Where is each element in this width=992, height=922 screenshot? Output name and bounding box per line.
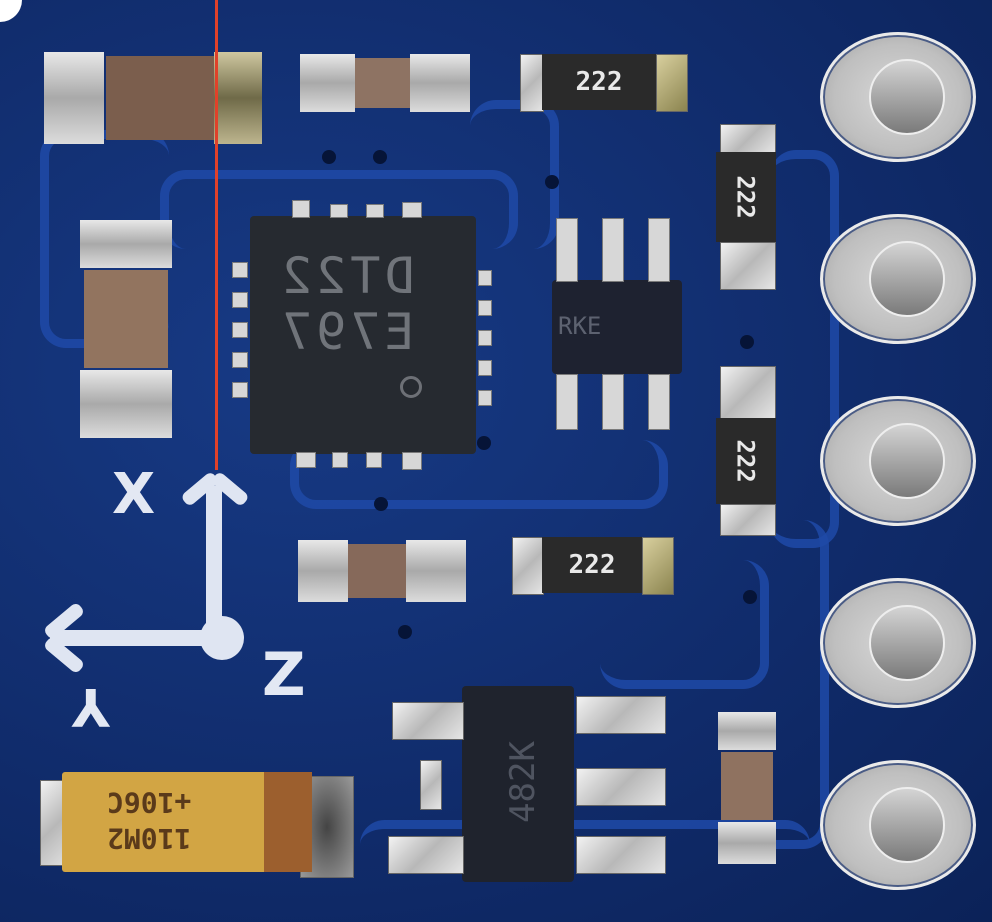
- via: [545, 175, 559, 189]
- ic-pin: [232, 292, 248, 308]
- ic-pin: [366, 452, 382, 468]
- label-x: X: [112, 462, 156, 527]
- resistor-pad: [720, 504, 776, 536]
- polarity-band: [264, 772, 312, 872]
- sot-pin: [556, 218, 578, 282]
- ic-pin: [478, 270, 492, 286]
- trace: [360, 820, 810, 869]
- via: [477, 436, 491, 450]
- trace: [600, 560, 769, 689]
- board-corner: [0, 0, 22, 22]
- via: [743, 590, 757, 604]
- ic-pin: [478, 360, 492, 376]
- regulator-marking: 482K: [502, 741, 543, 823]
- tantalum-marking-line2: +106C: [107, 786, 192, 819]
- resistor-r3: 222: [716, 418, 776, 504]
- ic-pin: [332, 452, 348, 468]
- resistor-pad: [642, 537, 674, 595]
- ic-pin: [232, 352, 248, 368]
- trace: [290, 440, 668, 509]
- resistor-pad: [512, 537, 544, 595]
- resistor-label: 222: [731, 439, 760, 483]
- via: [322, 150, 336, 164]
- sot-pin: [648, 218, 670, 282]
- sot-pin: [602, 218, 624, 282]
- trace: [770, 150, 839, 548]
- ic-pin: [292, 200, 310, 218]
- sot-pin: [602, 374, 624, 430]
- resistor-label: 222: [568, 550, 616, 580]
- header-pin-3: [820, 396, 976, 526]
- via: [373, 150, 387, 164]
- header-pin-4: [820, 578, 976, 708]
- capacitor-c1: [44, 52, 262, 144]
- ic-pin: [330, 204, 348, 218]
- capacitor-c3: [80, 220, 172, 438]
- ic-pin: [478, 300, 492, 316]
- ic-marking-line2: E797: [278, 303, 415, 361]
- resistor-r1: 222: [542, 54, 656, 110]
- capacitor-c5: [718, 712, 776, 864]
- via: [740, 335, 754, 349]
- y-axis-arrow: [50, 630, 220, 646]
- label-y: Y: [72, 676, 110, 736]
- x-axis-arrow: [206, 486, 222, 646]
- ic-pin: [296, 452, 316, 468]
- tantalum-marking-line1: 110M2: [107, 822, 192, 855]
- header-pin-1: [820, 32, 976, 162]
- ic-pin: [402, 452, 422, 470]
- ic-pin: [232, 382, 248, 398]
- resistor-label: 222: [575, 67, 623, 97]
- trace: [160, 170, 518, 249]
- resistor-label: 222: [731, 175, 760, 219]
- ic-pin: [232, 322, 248, 338]
- regulator-pad: [576, 768, 666, 806]
- ic-pin: [366, 204, 384, 218]
- regulator-pad: [388, 836, 464, 874]
- pin1-dot: [400, 376, 422, 398]
- voltage-regulator: 482K: [462, 686, 574, 882]
- capacitor-c4: [298, 540, 466, 602]
- regulator-pad: [420, 760, 442, 810]
- regulator-pad: [576, 696, 666, 734]
- via: [398, 625, 412, 639]
- ic-pin: [478, 330, 492, 346]
- sot-pin: [648, 374, 670, 430]
- annotation-line: [215, 0, 218, 470]
- resistor-pad: [656, 54, 688, 112]
- trace: [470, 100, 559, 249]
- sot-ic-marking: RKE: [558, 312, 602, 340]
- sot-pin: [556, 374, 578, 430]
- via: [374, 497, 388, 511]
- resistor-pad: [720, 124, 776, 154]
- z-axis-origin: [200, 616, 244, 660]
- capacitor-c2: [300, 54, 470, 112]
- resistor-r4: 222: [542, 537, 642, 593]
- resistor-pad: [720, 366, 776, 420]
- ic-pin: [232, 262, 248, 278]
- gyro-ic: DT22 E797: [250, 216, 476, 454]
- ic-marking-line1: DT22: [278, 247, 415, 305]
- resistor-pad: [520, 54, 544, 112]
- tantalum-capacitor: 110M2 +106C: [62, 772, 312, 872]
- resistor-r2: 222: [716, 152, 776, 242]
- regulator-pad: [392, 702, 464, 740]
- sot-ic: RKE: [552, 280, 682, 374]
- ic-pin: [478, 390, 492, 406]
- header-pin-5: [820, 760, 976, 890]
- ic-pin: [402, 202, 422, 218]
- header-pin-2: [820, 214, 976, 344]
- label-z: Z: [262, 640, 306, 710]
- resistor-pad: [720, 242, 776, 290]
- regulator-pad: [576, 836, 666, 874]
